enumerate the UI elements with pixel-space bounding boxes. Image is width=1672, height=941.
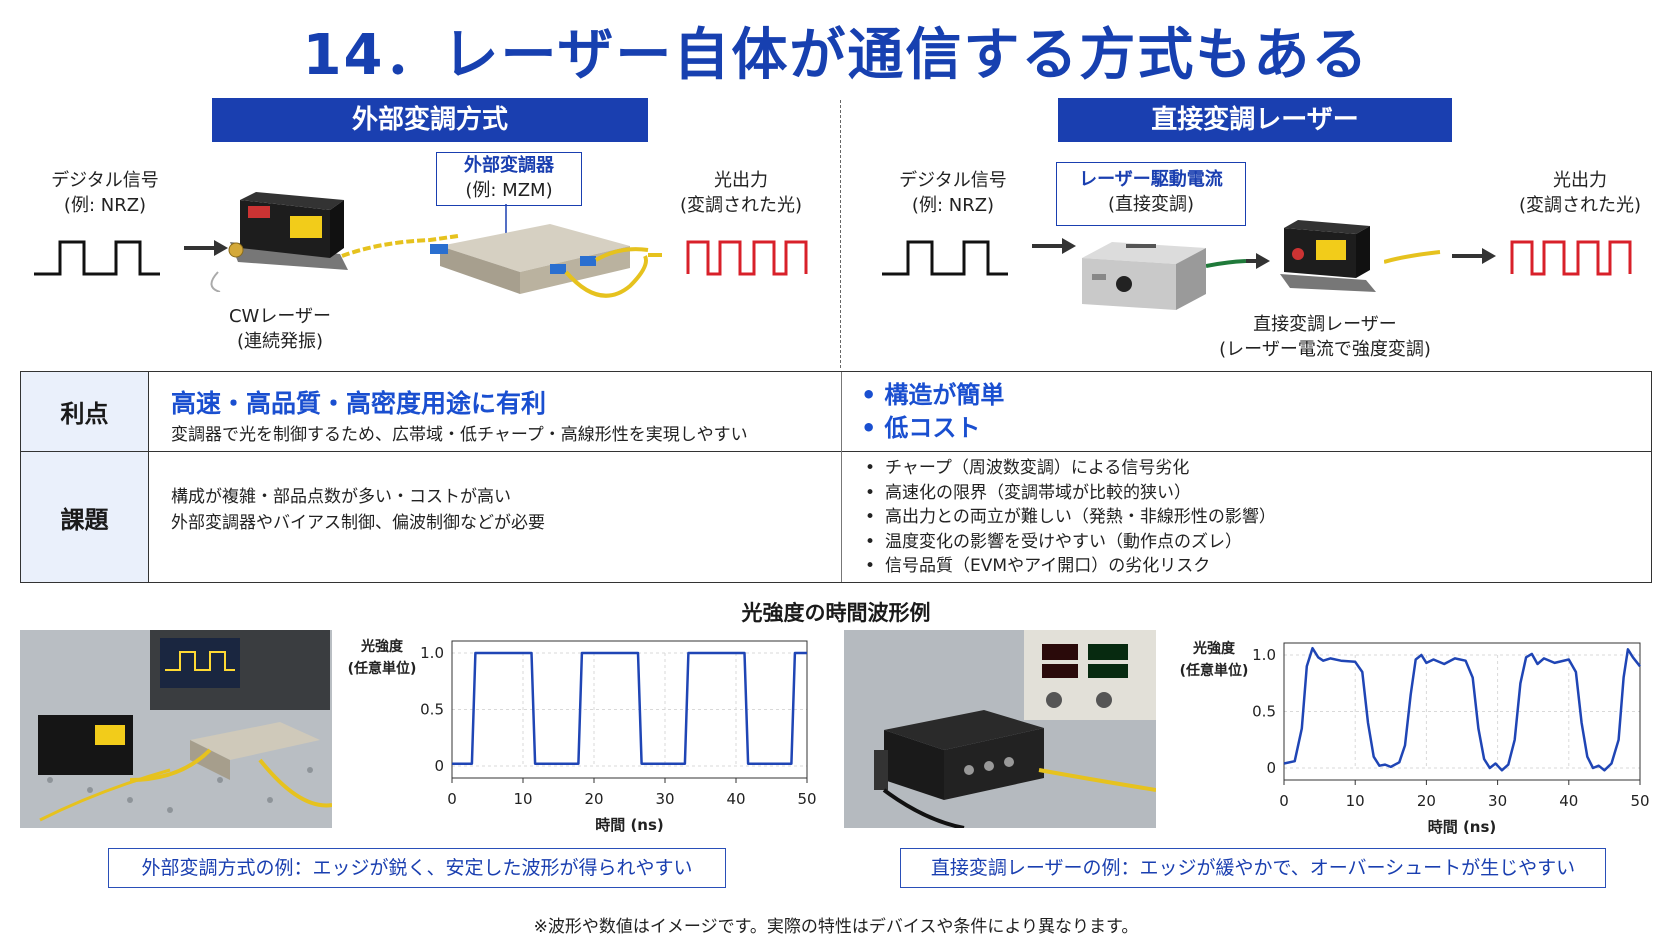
right-waveform-chart: 0 10 20 30 40 50 0 0.5 1.0 光強度 (任意単位) 時間 (ns) <box>1168 630 1652 840</box>
left-fiber-1 <box>341 234 459 258</box>
driver-label-box: レーザー駆動電流(直接変調) <box>1056 162 1246 226</box>
table-row-divider <box>149 451 1651 452</box>
left-caption: 外部変調方式の例：エッジが鋭く、安定した波形が得られやすい <box>108 848 726 888</box>
direct-laser-label: 直接変調レーザー(レーザー電流で強度変調) <box>1219 314 1431 360</box>
y-axis-label-line2: (任意単位) <box>348 660 417 677</box>
external-modulation-heading: 外部変調方式 <box>212 98 648 142</box>
advantage-row-head: 利点 <box>21 372 149 452</box>
left-waveform-svg: 0 10 20 30 40 50 0 0.5 1.0 光強度 (任意単位) 時間 (ns) <box>348 638 817 834</box>
x-tick-label: 10 <box>1346 792 1365 810</box>
right-arrow-icon-3 <box>1452 248 1496 264</box>
x-tick-label: 40 <box>1559 792 1578 810</box>
modulator-label-box: 外部変調器(例: MZM) <box>436 152 582 206</box>
cw-laser-label: CWレーザー(連続発振) <box>228 306 331 352</box>
right-input-label: デジタル信号(例: NRZ) <box>899 170 1007 216</box>
y-tick-label: 0.5 <box>420 701 444 719</box>
modulator-pointer-line <box>505 204 507 234</box>
x-tick-label: 40 <box>726 790 745 808</box>
advantage-left: 高速・高品質・高密度用途に有利 変調器で光を制御するため、広帯域・低チャープ・高… <box>171 384 831 448</box>
external-modulation-setup-photo <box>20 630 332 828</box>
right-output-label: 光出力(変調された光) <box>1518 170 1642 216</box>
direct-modulation-heading: 直接変調レーザー <box>1058 98 1452 142</box>
y-tick-label: 0 <box>434 757 444 775</box>
y-axis-label-line1: 光強度 <box>1192 640 1236 657</box>
advantage-right: 構造が簡単 低コスト <box>861 379 1561 445</box>
x-tick-label: 50 <box>1630 792 1649 810</box>
direct-modulation-laser-icon <box>1280 220 1376 292</box>
issue-right-item: 高出力との両立が難しい（発熱・非線形性の影響） <box>865 505 1635 530</box>
left-arrow-icon-1 <box>184 240 228 256</box>
x-tick-label: 30 <box>1488 792 1507 810</box>
waveform-line <box>1283 646 1641 772</box>
advantage-left-text: 変調器で光を制御するため、広帯域・低チャープ・高線形性を実現しやすい <box>171 425 748 445</box>
x-tick-label: 30 <box>655 790 674 808</box>
issue-right-item: チャープ（周波数変調）による信号劣化 <box>865 456 1635 481</box>
mzm-modulator-device-icon <box>430 224 649 298</box>
advantage-right-item: 構造が簡単 <box>861 379 1561 412</box>
issue-left: 構成が複雑・部品点数が多い・コストが高い 外部変調器やバイアス制御、偏波制御など… <box>171 484 831 536</box>
x-axis-label: 時間 (ns) <box>1428 818 1497 836</box>
y-tick-label: 0.5 <box>1252 703 1276 721</box>
x-axis-label: 時間 (ns) <box>595 816 664 834</box>
advantage-right-item: 低コスト <box>861 412 1561 445</box>
y-tick-label: 1.0 <box>420 644 444 662</box>
left-output-signal <box>686 240 808 276</box>
issue-left-line2: 外部変調器やバイアス制御、偏波制御などが必要 <box>171 513 545 533</box>
issue-left-line1: 構成が複雑・部品点数が多い・コストが高い <box>171 487 511 507</box>
x-tick-label: 20 <box>1417 792 1436 810</box>
left-input-label: デジタル信号(例: NRZ) <box>51 170 159 216</box>
laser-driver-device-icon <box>1082 242 1206 310</box>
right-waveform-svg: 0 10 20 30 40 50 0 0.5 1.0 光強度 (任意単位) 時間 (ns) <box>1180 640 1650 836</box>
cw-laser-device-icon <box>210 192 348 292</box>
right-caption: 直接変調レーザーの例：エッジが緩やかで、オーバーシュートが生じやすい <box>900 848 1606 888</box>
left-waveform-chart: 0 10 20 30 40 50 0 0.5 1.0 光強度 (任意単位) 時間 (ns) <box>337 630 817 840</box>
x-tick-label: 20 <box>584 790 603 808</box>
x-tick-label: 50 <box>797 790 816 808</box>
issue-right: チャープ（周波数変調）による信号劣化 高速化の限界（変調帯域が比較的狭い） 高出… <box>865 456 1635 579</box>
y-tick-label: 0 <box>1266 759 1276 777</box>
right-output-signal <box>1510 240 1632 276</box>
plot-frame <box>1283 642 1641 781</box>
section-divider <box>840 100 841 368</box>
left-output-label: 光出力(変調された光) <box>679 170 803 216</box>
right-nrz-input-signal <box>882 240 1008 276</box>
plot-frame <box>451 640 808 779</box>
y-tick-label: 1.0 <box>1252 646 1276 664</box>
waveform-line <box>452 651 807 765</box>
y-axis-label-line2: (任意単位) <box>1180 662 1249 679</box>
left-fiber-end <box>648 253 662 257</box>
right-fiber-out <box>1384 250 1441 264</box>
x-tick-label: 10 <box>513 790 532 808</box>
right-arrow-icon-2 <box>1206 253 1270 269</box>
advantage-left-title: 高速・高品質・高密度用途に有利 <box>171 389 547 418</box>
issue-right-item: 高速化の限界（変調帯域が比較的狭い） <box>865 481 1635 506</box>
y-axis-label-line1: 光強度 <box>360 638 404 655</box>
x-tick-label: 0 <box>447 790 457 808</box>
issue-right-item: 温度変化の影響を受けやすい（動作点のズレ） <box>865 530 1635 555</box>
comparison-table: 利点 課題 高速・高品質・高密度用途に有利 変調器で光を制御するため、広帯域・低… <box>20 371 1652 583</box>
left-nrz-input-signal <box>34 240 160 276</box>
page-title: 14．レーザー自体が通信する方式もある <box>302 23 1370 88</box>
issue-right-item: 信号品質（EVMやアイ開口）の劣化リスク <box>865 554 1635 579</box>
right-arrow-icon-1 <box>1032 238 1076 254</box>
footnote: ※波形や数値はイメージです。実際の特性はデバイスや条件により異なります。 <box>533 917 1139 937</box>
issue-row-head: 課題 <box>21 452 149 582</box>
waveforms-title: 光強度の時間波形例 <box>741 601 931 625</box>
x-tick-label: 0 <box>1279 792 1289 810</box>
table-col-divider <box>841 372 842 582</box>
direct-modulation-setup-photo <box>844 630 1156 828</box>
